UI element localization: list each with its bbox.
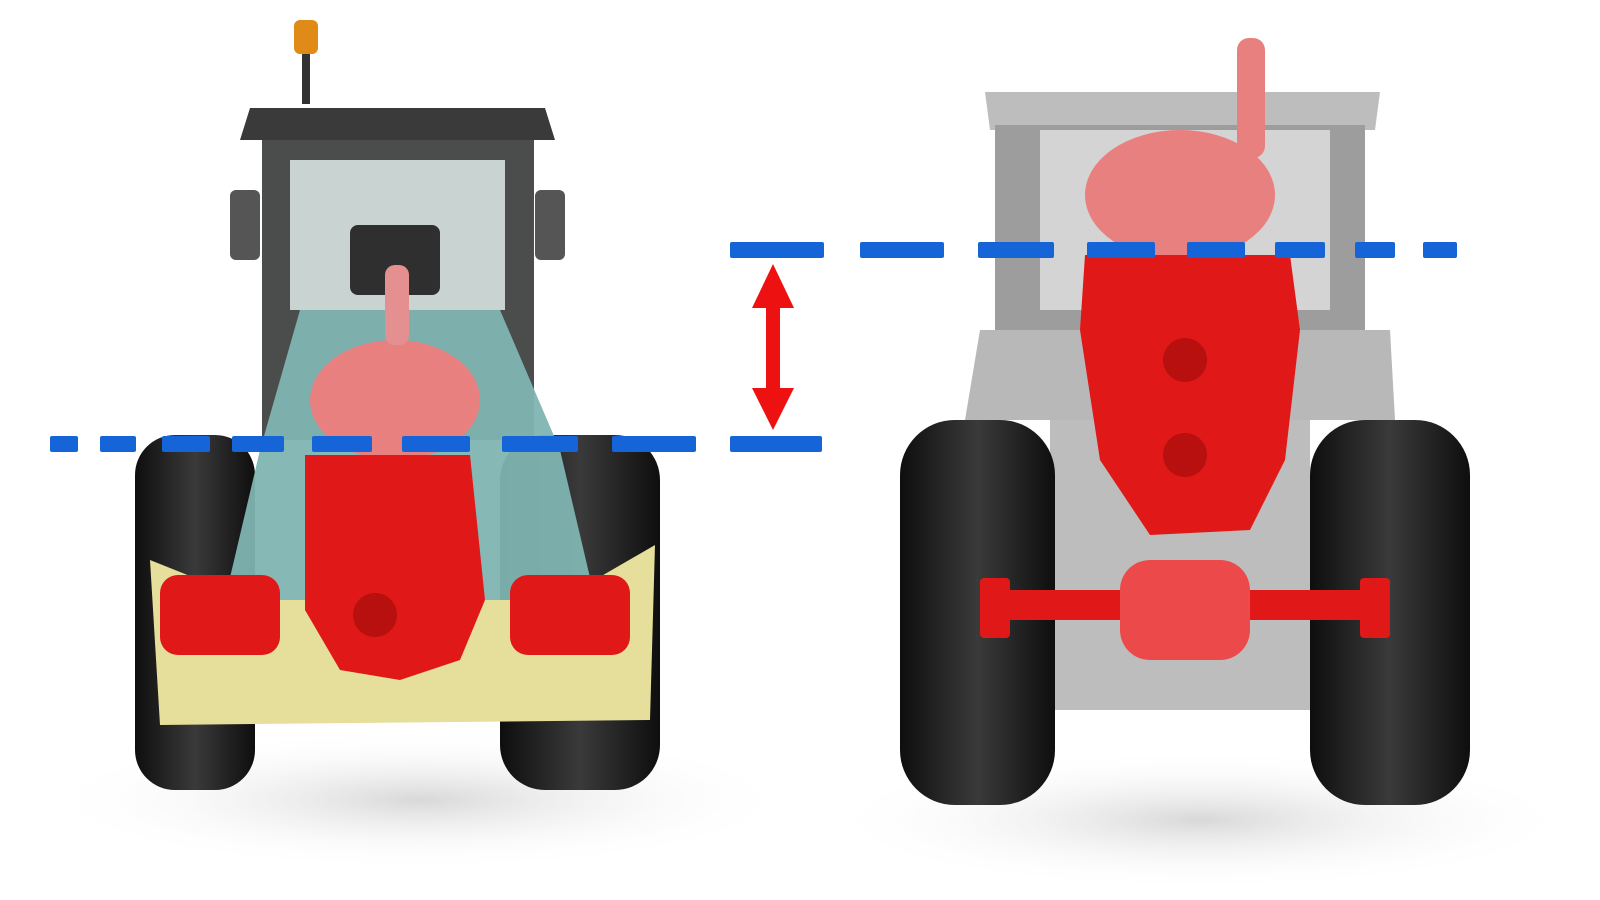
- upper-reference-line: [730, 242, 1457, 258]
- height-difference-arrow-icon: [752, 264, 794, 430]
- left-drive-motor: [160, 575, 280, 655]
- engine-upper-part: [310, 340, 480, 460]
- right-drive-motor: [510, 575, 630, 655]
- cab-roof: [985, 92, 1380, 130]
- lower-reference-line: [50, 436, 822, 452]
- beacon-icon: [294, 20, 318, 54]
- left-machine-compactor: [40, 20, 800, 870]
- engine: [1080, 255, 1300, 535]
- cab-roof: [240, 108, 555, 140]
- exhaust-stack: [1237, 38, 1265, 158]
- left-tire: [900, 420, 1055, 805]
- engine: [305, 455, 485, 680]
- engine-upper-part: [1085, 130, 1275, 260]
- right-machine-loader: [820, 38, 1580, 890]
